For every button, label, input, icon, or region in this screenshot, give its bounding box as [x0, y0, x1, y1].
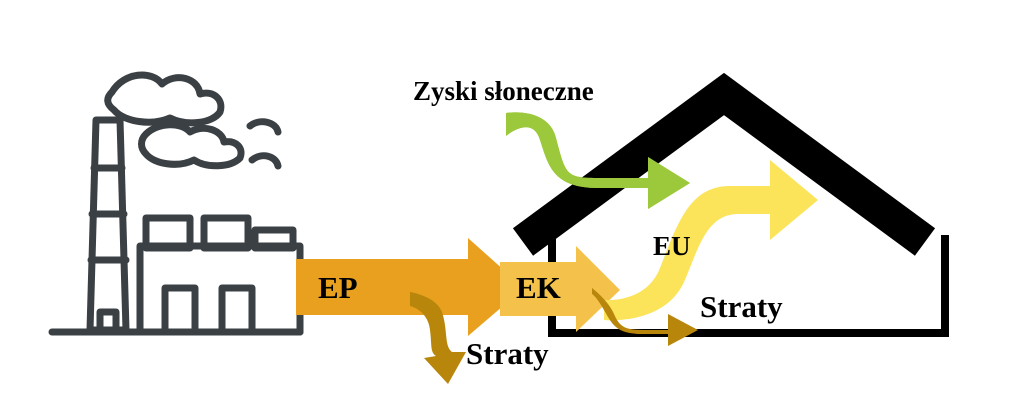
label-solar-gains: Zyski słoneczne: [413, 76, 594, 106]
label-losses-left: Straty: [466, 336, 549, 371]
light-orange-arrow-right-icon: [500, 246, 620, 332]
smoke-icon: [104, 71, 282, 170]
brown-curved-arrow-down-icon: [410, 292, 466, 384]
green-wavy-arrow-icon: [506, 112, 690, 209]
label-eu: EU: [653, 231, 691, 261]
label-losses-right: Straty: [700, 289, 783, 324]
orange-arrow-right-icon: [296, 238, 524, 336]
factory-icon: [48, 116, 304, 336]
label-ep: EP: [318, 270, 358, 305]
brown-curved-arrow-right-icon: [592, 288, 698, 346]
label-ek: EK: [516, 270, 561, 305]
yellow-wavy-arrow-icon: [604, 160, 818, 321]
